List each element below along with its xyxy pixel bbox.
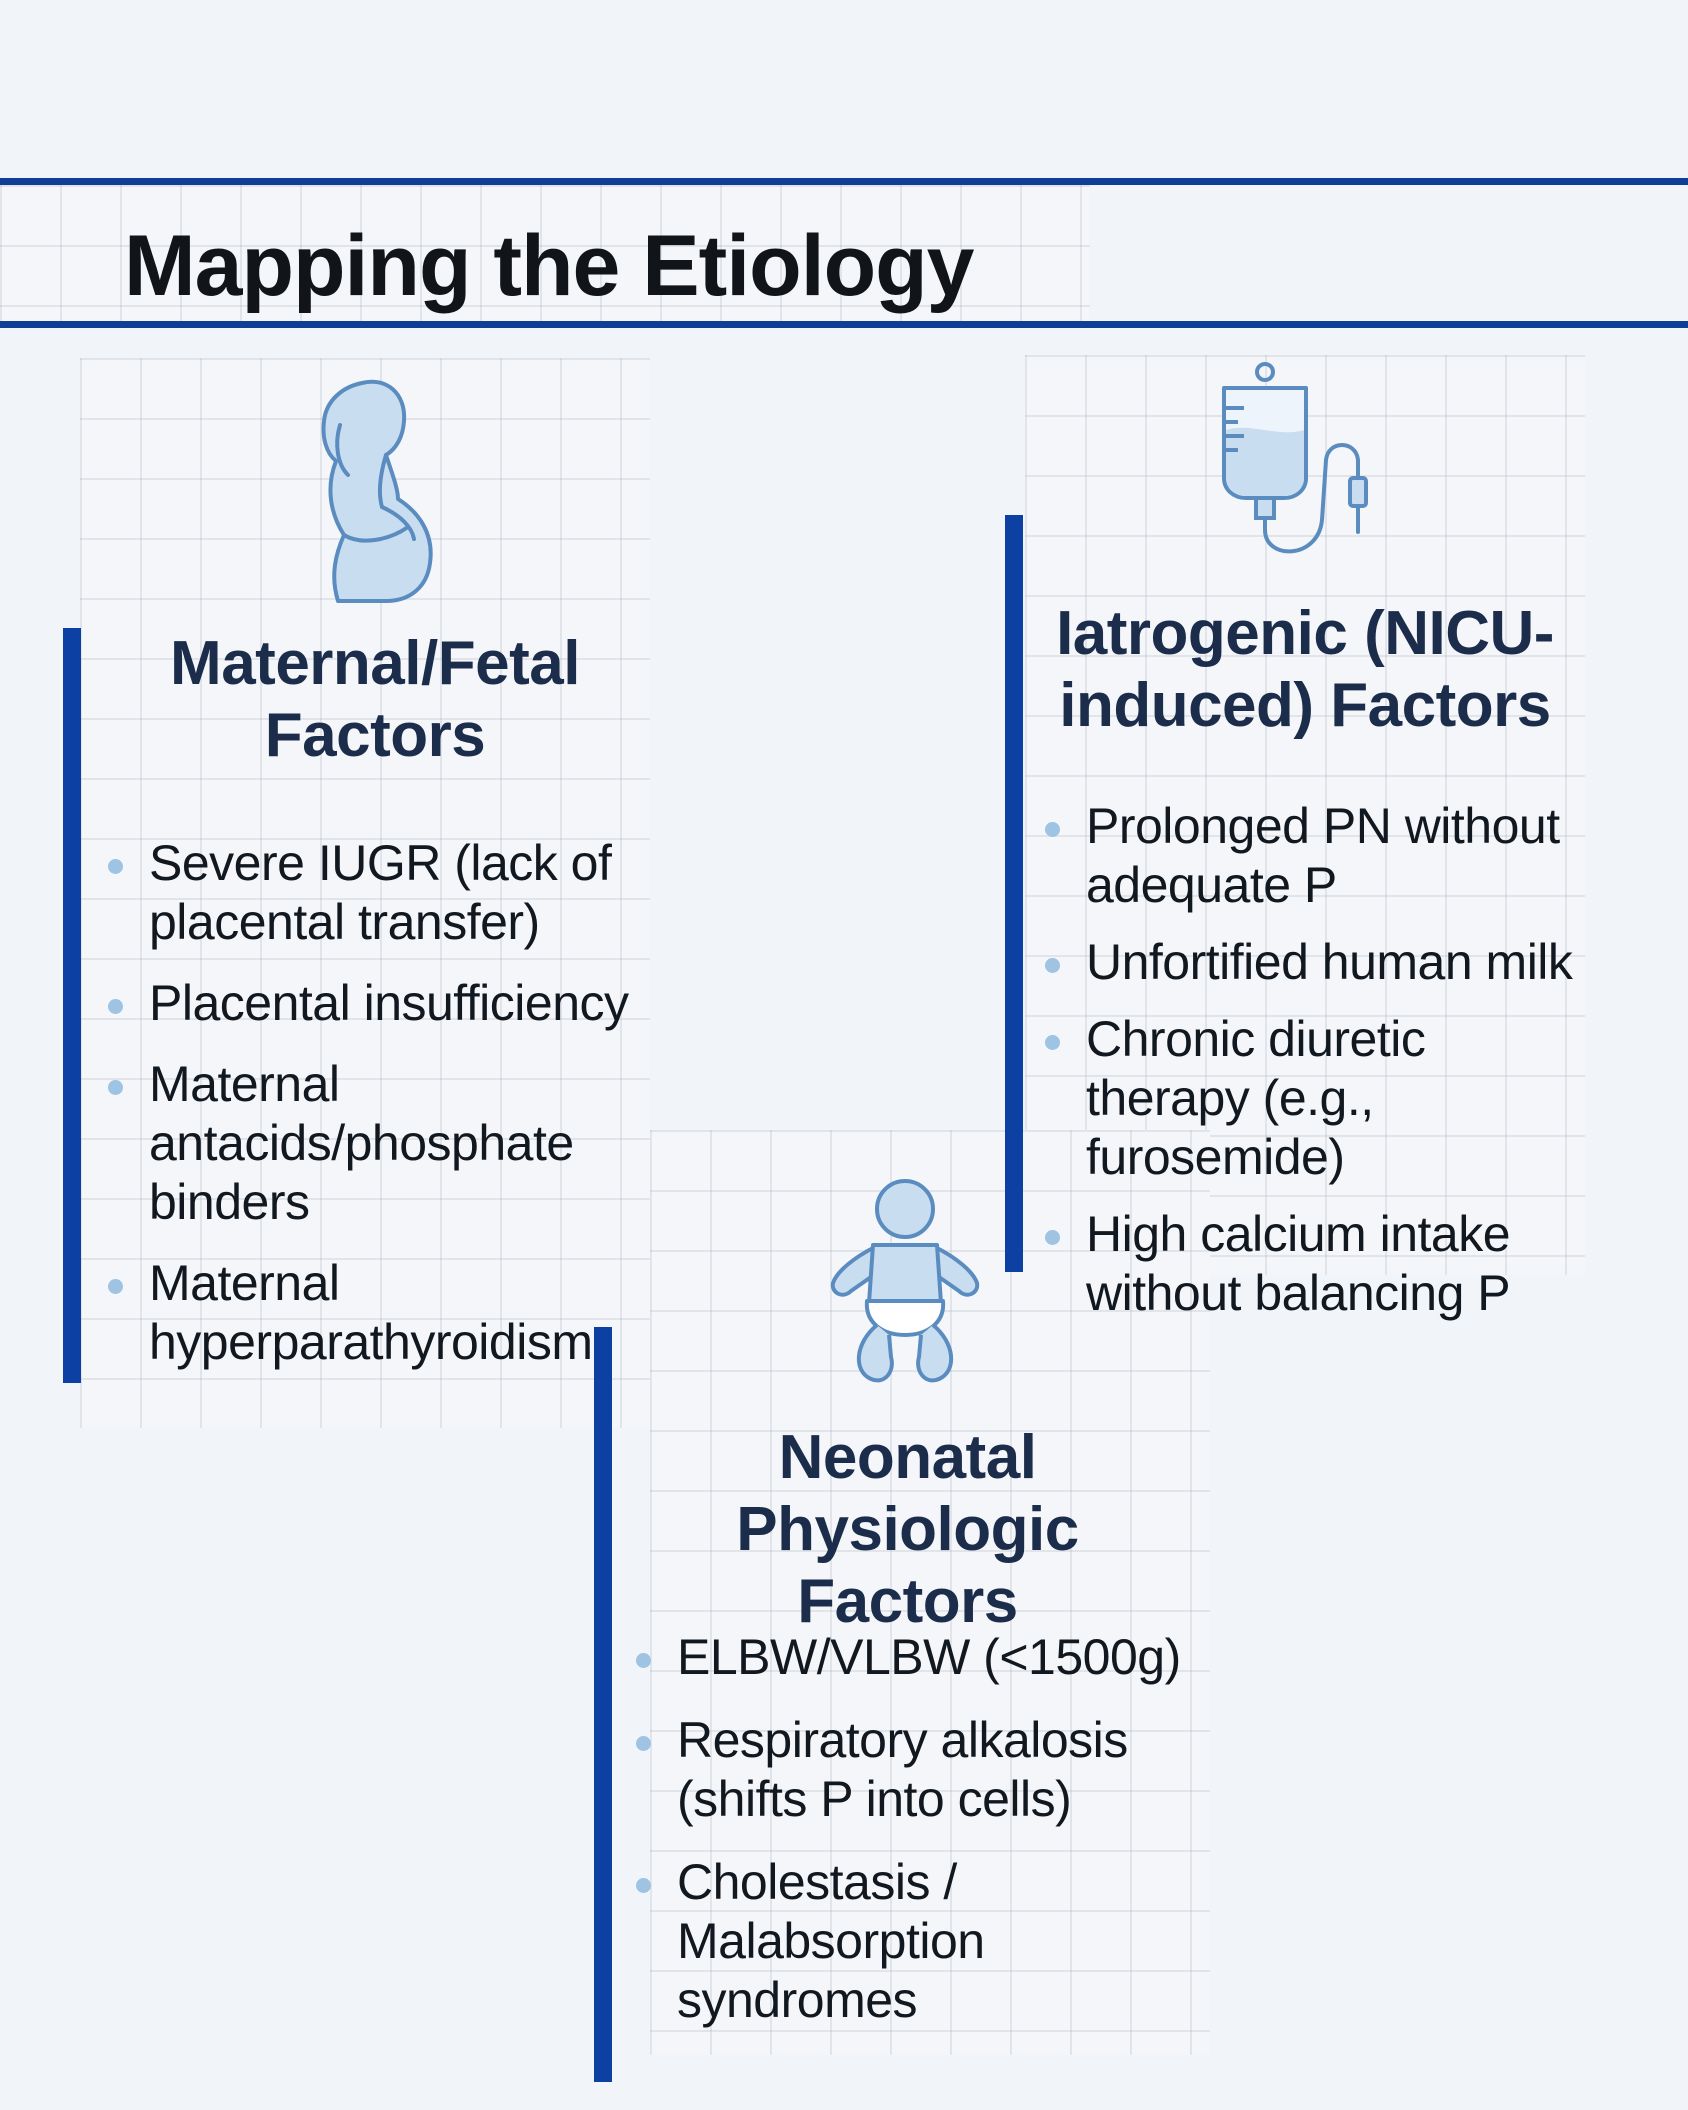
list-item: Respiratory alkalosis (shifts P into cel… xyxy=(633,1711,1193,1829)
title-grid-background xyxy=(0,185,1090,321)
list-item: Maternal hyperparathyroidism xyxy=(105,1254,645,1372)
neonatal-factor-list: ELBW/VLBW (<1500g) Respiratory alkalosis… xyxy=(633,1628,1193,2030)
list-item: Severe IUGR (lack of placental transfer) xyxy=(105,834,645,952)
list-item: Placental insufficiency xyxy=(105,974,645,1033)
neonatal-accent-bar xyxy=(594,1327,612,2082)
list-item: ELBW/VLBW (<1500g) xyxy=(633,1628,1193,1687)
iatrogenic-card-background xyxy=(1025,355,1585,1275)
maternal-section-title: Maternal/Fetal Factors xyxy=(170,629,580,770)
iatrogenic-section-title: Iatrogenic (NICU- induced) Factors xyxy=(1056,599,1554,740)
page-title: Mapping the Etiology xyxy=(124,218,974,314)
neonatal-section-title: Neonatal Physiologic Factors xyxy=(736,1423,1079,1636)
list-item: Chronic diuretic therapy (e.g., furosemi… xyxy=(1042,1010,1587,1187)
list-item: Cholestasis / Malabsorption syndromes xyxy=(633,1853,1097,2030)
list-item: Unfortified human milk xyxy=(1042,933,1587,992)
iatrogenic-accent-bar xyxy=(1005,515,1023,1272)
baby-icon xyxy=(830,1179,980,1383)
iv-bag-icon xyxy=(1222,362,1368,554)
list-item: High calcium intake without balancing P xyxy=(1042,1205,1587,1323)
title-band: Mapping the Etiology xyxy=(0,178,1688,328)
list-item: Prolonged PN without adequate P xyxy=(1042,797,1587,915)
neonatal-card-background xyxy=(650,1130,1210,2055)
maternal-accent-bar xyxy=(63,628,81,1383)
iatrogenic-factor-list: Prolonged PN without adequate P Unfortif… xyxy=(1042,797,1587,1323)
maternal-factor-list: Severe IUGR (lack of placental transfer)… xyxy=(105,834,645,1372)
pregnant-woman-icon xyxy=(321,379,433,603)
list-item: Maternal antacids/phosphate binders xyxy=(105,1055,645,1232)
